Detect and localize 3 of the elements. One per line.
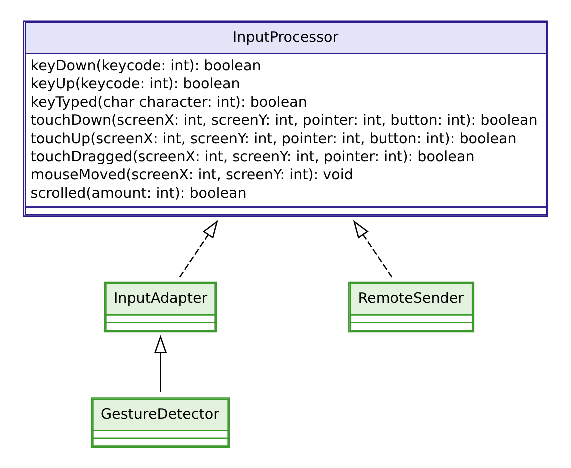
arrow <box>154 334 168 392</box>
arrow <box>179 220 218 278</box>
arrow <box>353 220 393 278</box>
